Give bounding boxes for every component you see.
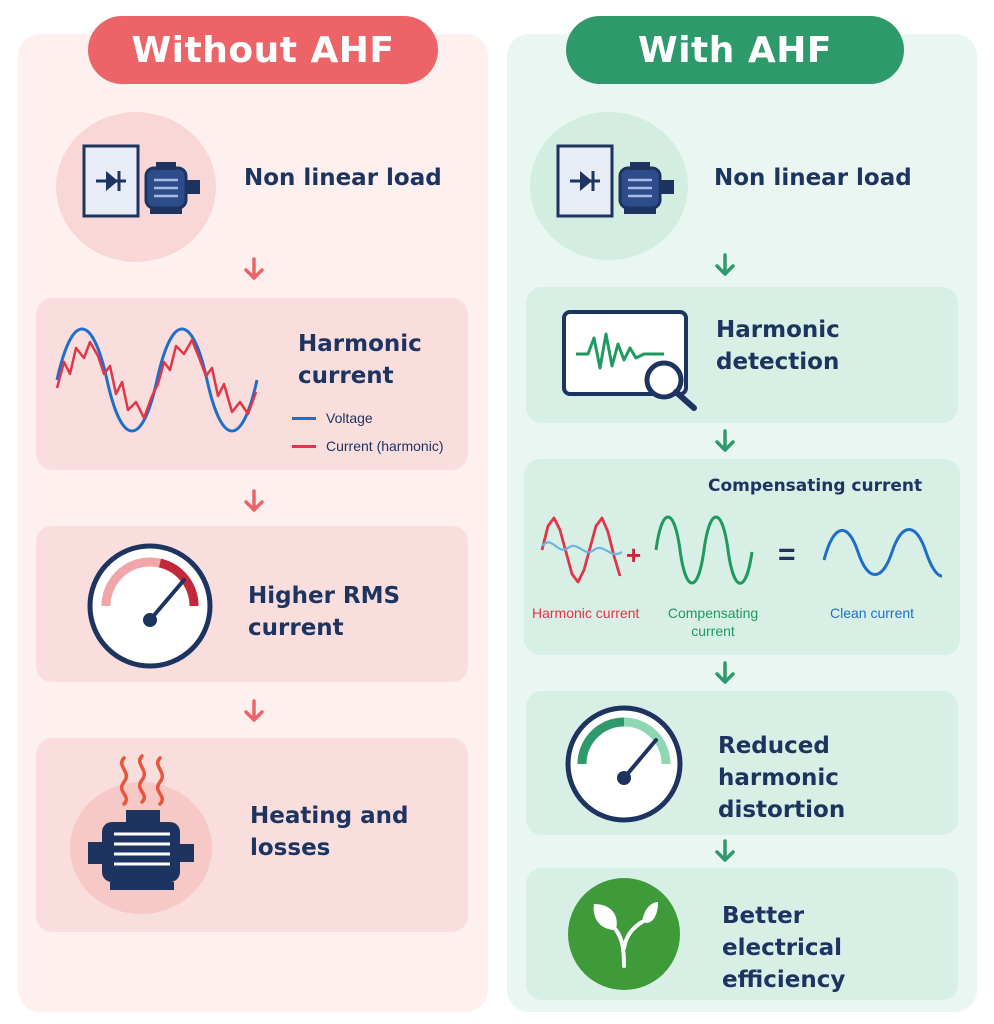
eq-compensating-label: Compensating current <box>667 605 759 639</box>
arrow-down-icon <box>715 429 735 452</box>
legend-voltage-label: Voltage <box>326 410 373 426</box>
harmonic-wave-icon <box>538 512 626 588</box>
legend-current-label: Current (harmonic) <box>326 438 444 454</box>
with-ahf-header: With AHF <box>566 16 904 84</box>
hot-motor-icon <box>86 752 198 896</box>
arrow-down-icon <box>715 839 735 862</box>
rectifier-and-motor-icon <box>80 142 210 222</box>
arrow-down-icon <box>244 257 264 280</box>
step-rms-label: Higher RMS current <box>248 583 401 641</box>
clean-wave-icon <box>820 520 944 584</box>
gauge-icon <box>562 704 686 824</box>
arrow-down-icon <box>715 661 735 684</box>
arrow-down-icon <box>715 253 735 276</box>
step-harmonic-label: Harmonic current <box>298 331 422 389</box>
step-load-label-right: Non linear load <box>714 165 912 191</box>
equals-sign: = <box>778 538 796 571</box>
sine-wave-icon <box>52 322 262 438</box>
without-ahf-header: Without AHF <box>88 16 438 84</box>
legend-voltage-swatch <box>292 416 316 420</box>
step-efficiency-label: Better electrical efficiency <box>722 903 846 993</box>
monitor-magnifier-icon <box>560 308 700 412</box>
compensating-wave-icon <box>652 512 756 588</box>
arrow-down-icon <box>244 699 264 722</box>
compensating-current-card <box>524 459 960 655</box>
leaf-icon <box>586 896 662 972</box>
gauge-icon <box>84 542 216 670</box>
eq-clean-label: Clean current <box>830 605 915 621</box>
eq-harmonic-label: Harmonic current <box>532 605 640 621</box>
step-heat-label: Heating and losses <box>250 803 409 861</box>
step-compensating-label: Compensating current <box>708 476 923 496</box>
step-detection-label: Harmonic detection <box>716 317 840 375</box>
legend-current-swatch <box>292 444 316 448</box>
rectifier-and-motor-icon <box>554 142 684 222</box>
plus-sign: + <box>626 540 642 570</box>
step-load-label-left: Non linear load <box>244 165 442 191</box>
legend-current: Current (harmonic) <box>292 438 443 454</box>
leaf-icon-circle <box>568 878 680 990</box>
arrow-down-icon <box>244 489 264 512</box>
step-reduced-label: Reduced harmonic distortion <box>718 733 846 823</box>
legend-voltage: Voltage <box>292 410 373 426</box>
